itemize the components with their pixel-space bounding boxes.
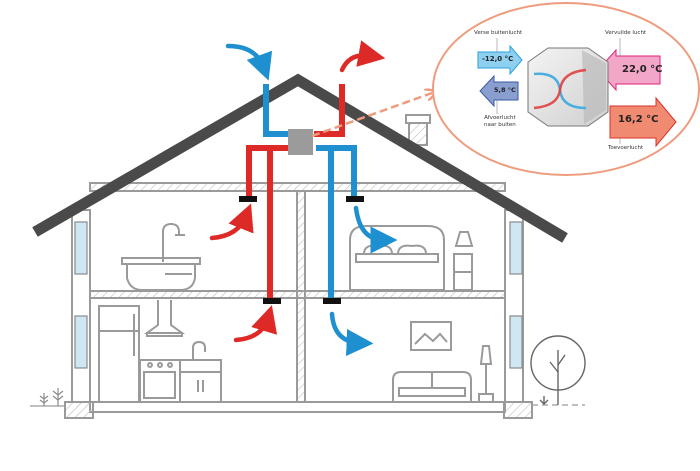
exhaust-out-arrow bbox=[339, 40, 386, 73]
ground-floor bbox=[89, 401, 506, 413]
supply-inside-temp: 16,2 °C bbox=[618, 114, 659, 125]
exhaust-outlet-duct bbox=[314, 84, 345, 137]
range-hood bbox=[143, 300, 186, 334]
ducts bbox=[246, 84, 357, 300]
chimney-cap bbox=[405, 114, 431, 124]
supply-inside-arrow bbox=[609, 96, 677, 148]
heat-recovery-unit bbox=[288, 129, 313, 155]
fresh-air-in-arrow bbox=[225, 43, 273, 81]
stale-inside-temp: 22,0 °C bbox=[622, 64, 663, 75]
fresh-outside-label: Verse buitenlucht bbox=[474, 30, 523, 36]
house-structure bbox=[30, 114, 585, 419]
cabinet bbox=[179, 359, 222, 403]
right-foundation bbox=[503, 401, 533, 419]
extract-bathroom-arrow bbox=[209, 203, 254, 241]
inset-pointer bbox=[311, 93, 432, 138]
picture-frame bbox=[410, 321, 452, 351]
fresh-outside-temp: -12,0 °C bbox=[482, 55, 514, 63]
exhaust-outside-arrow bbox=[479, 74, 519, 108]
vents bbox=[239, 196, 364, 304]
bed-icon bbox=[349, 225, 445, 291]
roof bbox=[32, 73, 568, 243]
window bbox=[509, 315, 523, 369]
vent bbox=[346, 196, 364, 202]
tree-icon bbox=[530, 335, 586, 405]
inset-arrows bbox=[477, 44, 677, 148]
window bbox=[74, 315, 88, 369]
living-room-icon bbox=[392, 321, 494, 403]
center-wall bbox=[296, 190, 306, 403]
window bbox=[509, 221, 523, 275]
bathtub-icon bbox=[121, 222, 201, 291]
stale-inside-label: Vervuilde lucht bbox=[605, 30, 647, 36]
exhaust-outside-temp: 5,8 °C bbox=[494, 86, 516, 94]
fridge bbox=[98, 305, 140, 403]
faucet bbox=[192, 340, 206, 360]
nightstand-lamp-icon bbox=[453, 231, 474, 291]
supply-living-arrow bbox=[329, 311, 374, 356]
heat-exchanger-icon bbox=[527, 47, 609, 127]
window bbox=[74, 221, 88, 275]
supply-bedroom-arrow bbox=[353, 205, 398, 254]
airflow-arrows bbox=[209, 40, 398, 356]
vent bbox=[263, 298, 281, 304]
kitchen-icon bbox=[98, 300, 222, 403]
fresh-air-intake-duct bbox=[263, 84, 296, 137]
extract-duct-upstairs bbox=[246, 145, 292, 198]
supply-inside-label: Toevoerlucht bbox=[608, 145, 644, 151]
plant-icon bbox=[39, 388, 64, 406]
left-foundation bbox=[64, 401, 94, 419]
fresh-outside-arrow bbox=[477, 44, 523, 76]
label-leaders bbox=[496, 38, 621, 144]
windows bbox=[74, 221, 523, 369]
exhaust-outside-label-line1: Afvoerlucht bbox=[484, 115, 516, 121]
extract-kitchen-arrow bbox=[233, 305, 278, 343]
attic-floor bbox=[89, 182, 506, 192]
exhaust-outside-label-line2: naar buiten bbox=[484, 121, 516, 128]
exhaust-outside-label: Afvoerlucht naar buiten bbox=[484, 115, 516, 128]
floor-lamp bbox=[479, 345, 493, 365]
vent bbox=[323, 298, 341, 304]
vent bbox=[239, 196, 257, 202]
